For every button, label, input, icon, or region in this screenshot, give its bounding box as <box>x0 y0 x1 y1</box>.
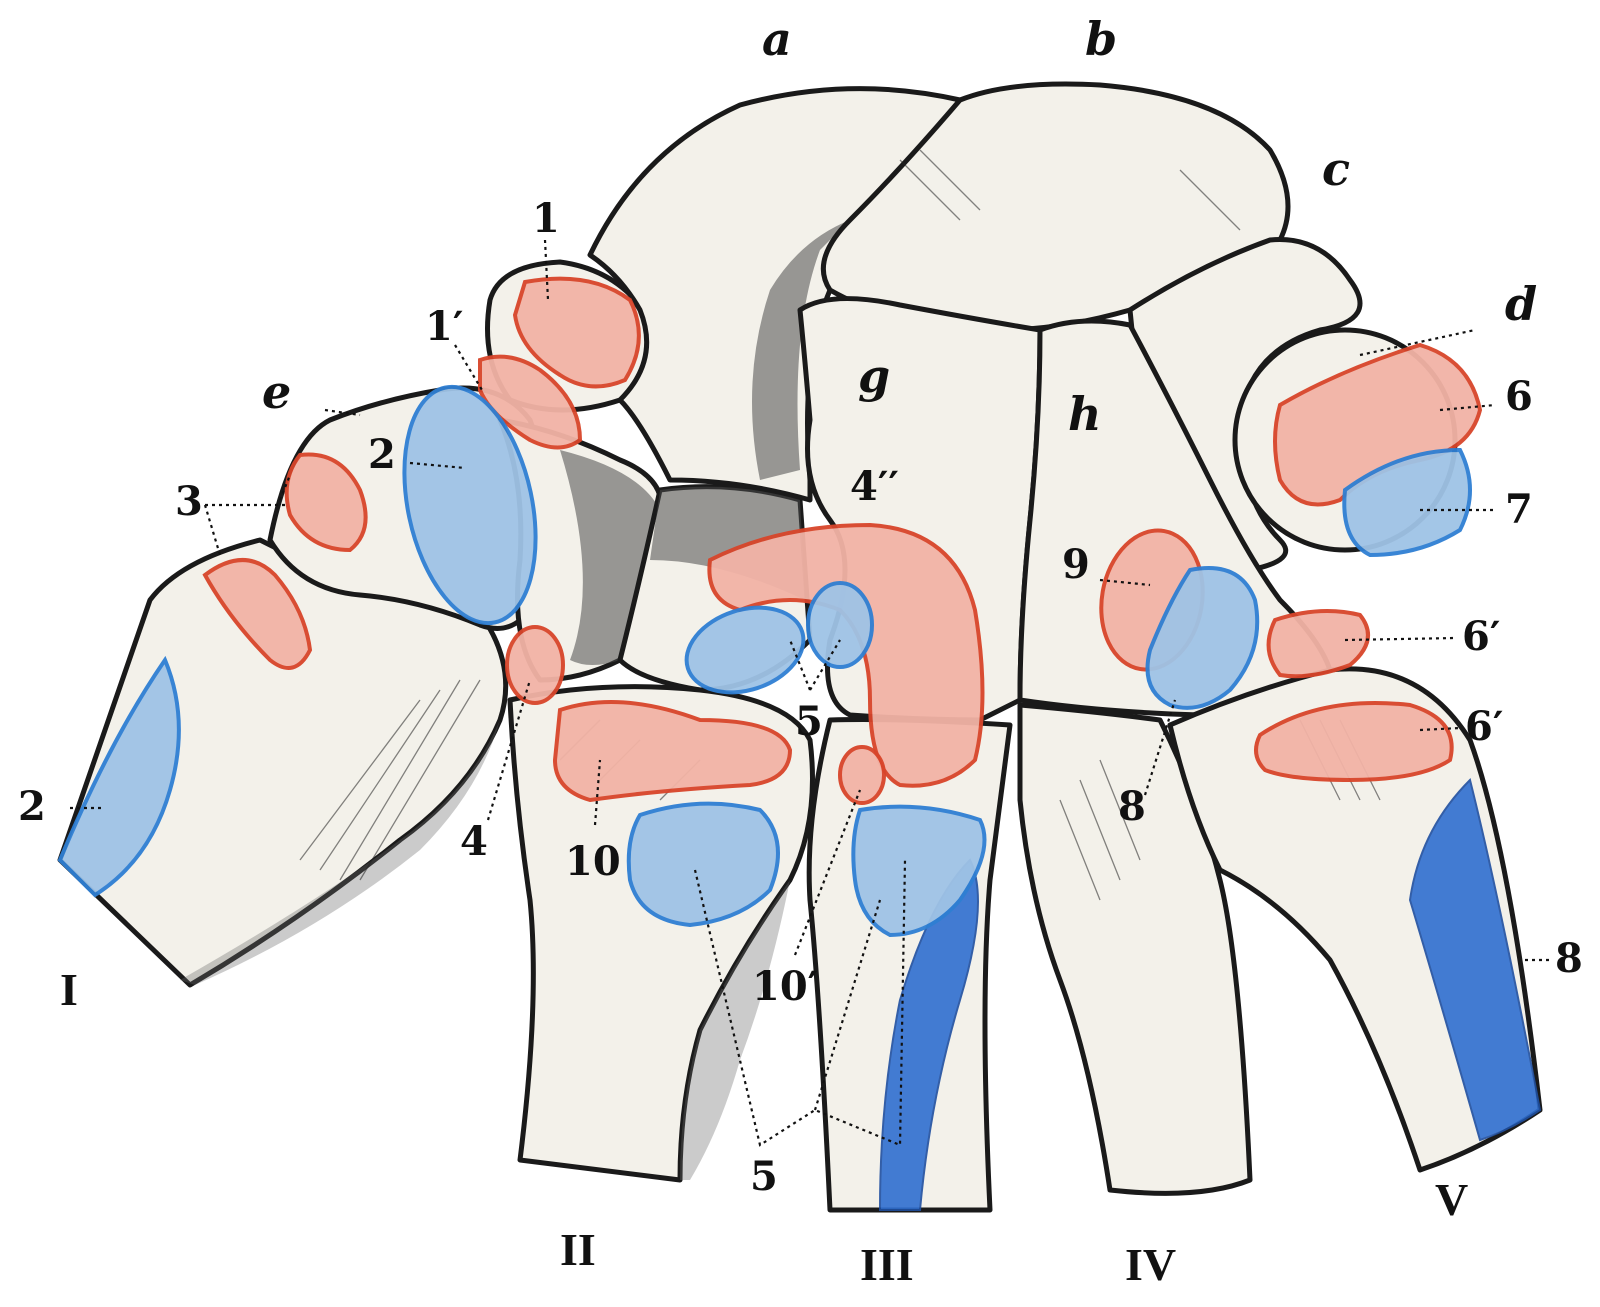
label-metacarpal-V: V <box>1435 1174 1468 1225</box>
facet-5-II-base <box>626 801 780 928</box>
facet-3-lower <box>202 558 313 670</box>
label-metacarpal-III: III <box>860 1239 914 1290</box>
label-c: c <box>1322 142 1350 196</box>
label-4: 4 <box>460 818 488 865</box>
label-10: 10 <box>565 838 621 885</box>
label-5-mid: 5 <box>795 698 823 745</box>
facet-3-upper <box>284 452 368 553</box>
trapezoid-shade <box>560 450 660 665</box>
label-6-prime-upper: 6′ <box>1462 613 1500 660</box>
label-g: g <box>858 349 890 403</box>
letter-labels: a b c d e g h <box>262 12 1537 441</box>
facet-6-prime-lower <box>1254 701 1454 783</box>
facet-10-prime <box>838 745 886 805</box>
label-1: 1 <box>532 195 560 242</box>
metacarpal-III-blue-strip <box>878 858 979 1211</box>
label-metacarpal-I: I <box>60 964 78 1015</box>
label-10-prime: 10′ <box>752 963 818 1010</box>
number-labels: 1 1′ 2 3 2 4 4′′ 5 5 10 10′ 9 8 6 7 6′ 6… <box>18 195 1583 1200</box>
facet-5-left <box>684 605 806 695</box>
label-4-double-prime: 4′′ <box>850 463 899 510</box>
facet-2-lower <box>57 655 181 898</box>
metacarpal-I <box>57 537 509 988</box>
metacarpal-V <box>1167 666 1543 1173</box>
label-h: h <box>1068 387 1101 441</box>
facet-7 <box>1342 447 1472 558</box>
facet-5-right <box>806 581 874 669</box>
scaphoid-shade <box>752 220 850 480</box>
label-metacarpal-II: II <box>560 1224 596 1275</box>
label-a: a <box>762 12 792 66</box>
facet-1 <box>512 276 641 389</box>
label-3: 3 <box>175 478 203 525</box>
label-5-bottom: 5 <box>750 1153 778 1200</box>
articular-facets <box>57 276 1483 938</box>
label-2-lower: 2 <box>18 783 46 830</box>
label-d: d <box>1505 277 1537 331</box>
label-e: e <box>262 365 291 419</box>
facet-5-III-base <box>851 804 987 938</box>
metacarpal-V-blue-strip <box>1408 778 1542 1142</box>
facet-4-double-prime <box>707 522 985 788</box>
metacarpal-II-shade <box>680 880 790 1180</box>
label-1-prime: 1′ <box>425 303 463 350</box>
metacarpal-labels: I II III IV V <box>60 964 1468 1290</box>
label-7: 7 <box>1505 486 1533 533</box>
label-2-upper: 2 <box>368 431 396 478</box>
facet-2-upper <box>402 384 538 626</box>
facet-6-prime-upper <box>1266 609 1370 679</box>
label-metacarpal-IV: IV <box>1125 1239 1176 1290</box>
label-8-right: 8 <box>1555 935 1583 982</box>
metacarpal-IV <box>1017 702 1253 1196</box>
facet-4 <box>505 625 565 705</box>
label-8-mid: 8 <box>1118 783 1146 830</box>
leader-lines <box>70 239 1550 1147</box>
facet-10 <box>552 700 793 803</box>
label-9: 9 <box>1062 541 1090 588</box>
label-6-prime-lower: 6′ <box>1465 703 1503 750</box>
label-6: 6 <box>1505 373 1533 420</box>
facet-8-mid <box>1145 566 1260 710</box>
label-b: b <box>1085 12 1117 66</box>
